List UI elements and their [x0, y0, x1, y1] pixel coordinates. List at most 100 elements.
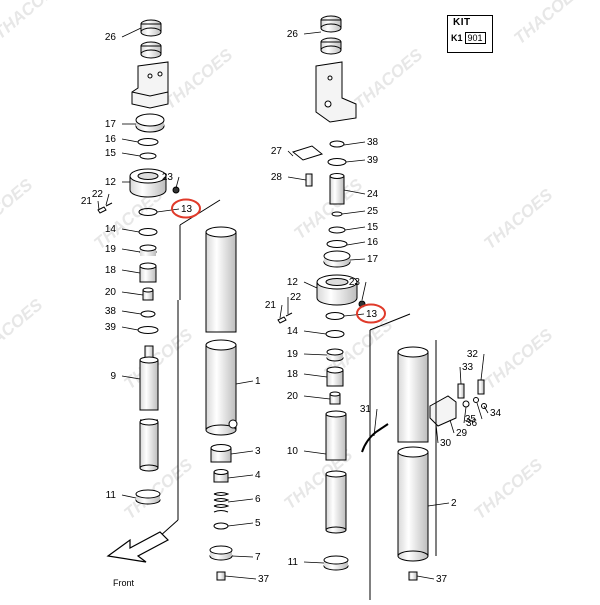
callout-right-15[interactable]: 15: [344, 222, 379, 233]
callout-left-37[interactable]: 37: [224, 574, 270, 585]
callout-number: 5: [255, 518, 261, 529]
watermark-text: THACOES: [350, 45, 426, 113]
leader-line: [303, 450, 327, 455]
callout-number: 3: [255, 446, 261, 457]
callout-left-14[interactable]: 14: [105, 224, 140, 235]
callout-number: 13: [181, 204, 193, 215]
callout-right-34[interactable]: 34: [483, 405, 502, 419]
callout-number: 27: [271, 146, 283, 157]
callout-left-4[interactable]: 4: [227, 470, 261, 481]
callout-left-6[interactable]: 6: [227, 494, 261, 505]
leader-line: [121, 269, 141, 274]
callout-number: 7: [255, 552, 261, 563]
callout-right-28[interactable]: 28: [271, 172, 307, 183]
callout-left-7[interactable]: 7: [231, 552, 261, 563]
callout-number: 20: [287, 391, 299, 402]
callout-right-35[interactable]: 35: [465, 402, 483, 425]
callout-left-1[interactable]: 1: [235, 376, 261, 387]
callout-number: 20: [105, 287, 117, 298]
callout-number: 2: [451, 498, 457, 509]
leader-line: [349, 258, 366, 261]
callout-left-18[interactable]: 18: [105, 265, 141, 276]
callout-right-12[interactable]: 12: [287, 277, 318, 289]
callout-right-27[interactable]: 27: [271, 146, 294, 157]
callout-left-26[interactable]: 26: [105, 27, 142, 43]
callout-right-21[interactable]: 21: [265, 300, 283, 319]
callout-left-15[interactable]: 15: [105, 148, 141, 159]
leader-line: [121, 326, 139, 331]
callout-right-2[interactable]: 2: [427, 498, 457, 509]
callout-right-24[interactable]: 24: [343, 189, 379, 200]
callout-number: 22: [290, 292, 302, 303]
callout-number: 16: [367, 237, 379, 248]
callout-left-23[interactable]: 23: [162, 172, 180, 189]
callout-left-13[interactable]: 13: [156, 198, 201, 219]
leader-line: [344, 226, 366, 231]
leader-line: [121, 375, 141, 380]
callout-number: 35: [465, 414, 477, 425]
callout-number: 9: [110, 371, 116, 382]
callout-left-5[interactable]: 5: [227, 518, 261, 529]
callout-left-19[interactable]: 19: [105, 244, 141, 255]
leader-line: [121, 310, 142, 315]
callout-left-3[interactable]: 3: [230, 446, 261, 457]
callout-number: 37: [258, 574, 270, 585]
leader-line: [227, 522, 254, 527]
callout-right-17[interactable]: 17: [349, 254, 379, 265]
callout-number: 30: [440, 438, 452, 449]
callout-number: 29: [456, 428, 468, 439]
leader-line: [231, 555, 254, 558]
callout-number: 18: [105, 265, 117, 276]
callout-right-31[interactable]: 31: [360, 404, 378, 437]
callout-right-33[interactable]: 33: [459, 362, 474, 385]
leader-line: [279, 304, 283, 319]
callout-right-36[interactable]: 36: [463, 406, 478, 429]
kit-code[interactable]: 901: [464, 32, 486, 44]
callout-right-30[interactable]: 30: [435, 423, 452, 449]
callout-left-21[interactable]: 21: [81, 196, 100, 211]
callout-right-19[interactable]: 19: [287, 349, 328, 360]
callout-left-39[interactable]: 39: [105, 322, 139, 333]
leader-line: [105, 193, 110, 206]
callout-left-20[interactable]: 20: [105, 287, 144, 298]
callout-right-10[interactable]: 10: [287, 446, 327, 457]
leader-line: [303, 373, 328, 378]
leader-line: [427, 502, 450, 507]
callout-left-17[interactable]: 17: [105, 119, 136, 130]
callout-right-26[interactable]: 26: [287, 29, 322, 40]
right-assembly: [277, 15, 487, 581]
leader-line: [343, 189, 366, 195]
leader-line: [227, 474, 254, 479]
callout-right-38[interactable]: 38: [343, 137, 379, 148]
callout-right-13[interactable]: 13: [343, 303, 386, 324]
callout-right-18[interactable]: 18: [287, 369, 328, 380]
leader-line: [121, 291, 144, 296]
callout-left-22[interactable]: 22: [92, 189, 110, 206]
leader-line: [483, 405, 489, 414]
callout-right-14[interactable]: 14: [287, 326, 327, 337]
callout-right-32[interactable]: 32: [467, 349, 485, 381]
callout-right-16[interactable]: 16: [346, 237, 379, 248]
watermark-text: THACOES: [290, 175, 366, 243]
callout-right-22[interactable]: 22: [287, 292, 302, 314]
callout-right-23[interactable]: 23: [349, 277, 367, 301]
callout-left-16[interactable]: 16: [105, 134, 139, 145]
leader-line: [303, 353, 328, 356]
callout-left-12[interactable]: 12: [105, 177, 130, 188]
callout-right-20[interactable]: 20: [287, 391, 331, 402]
callout-number: 26: [105, 32, 117, 43]
callout-left-9[interactable]: 9: [110, 371, 141, 382]
callout-left-38[interactable]: 38: [105, 306, 142, 317]
callout-right-37[interactable]: 37: [416, 574, 448, 585]
callout-right-11[interactable]: 11: [288, 557, 325, 568]
leader-line: [416, 575, 435, 580]
callout-right-25[interactable]: 25: [341, 206, 379, 217]
callout-number: 15: [367, 222, 379, 233]
callout-left-11[interactable]: 11: [106, 490, 137, 501]
callout-right-29[interactable]: 29: [449, 419, 468, 439]
callout-right-39[interactable]: 39: [345, 155, 379, 166]
leader-line: [303, 561, 325, 564]
leader-line: [346, 241, 366, 246]
leader-line: [156, 208, 180, 213]
leader-line: [449, 419, 455, 434]
